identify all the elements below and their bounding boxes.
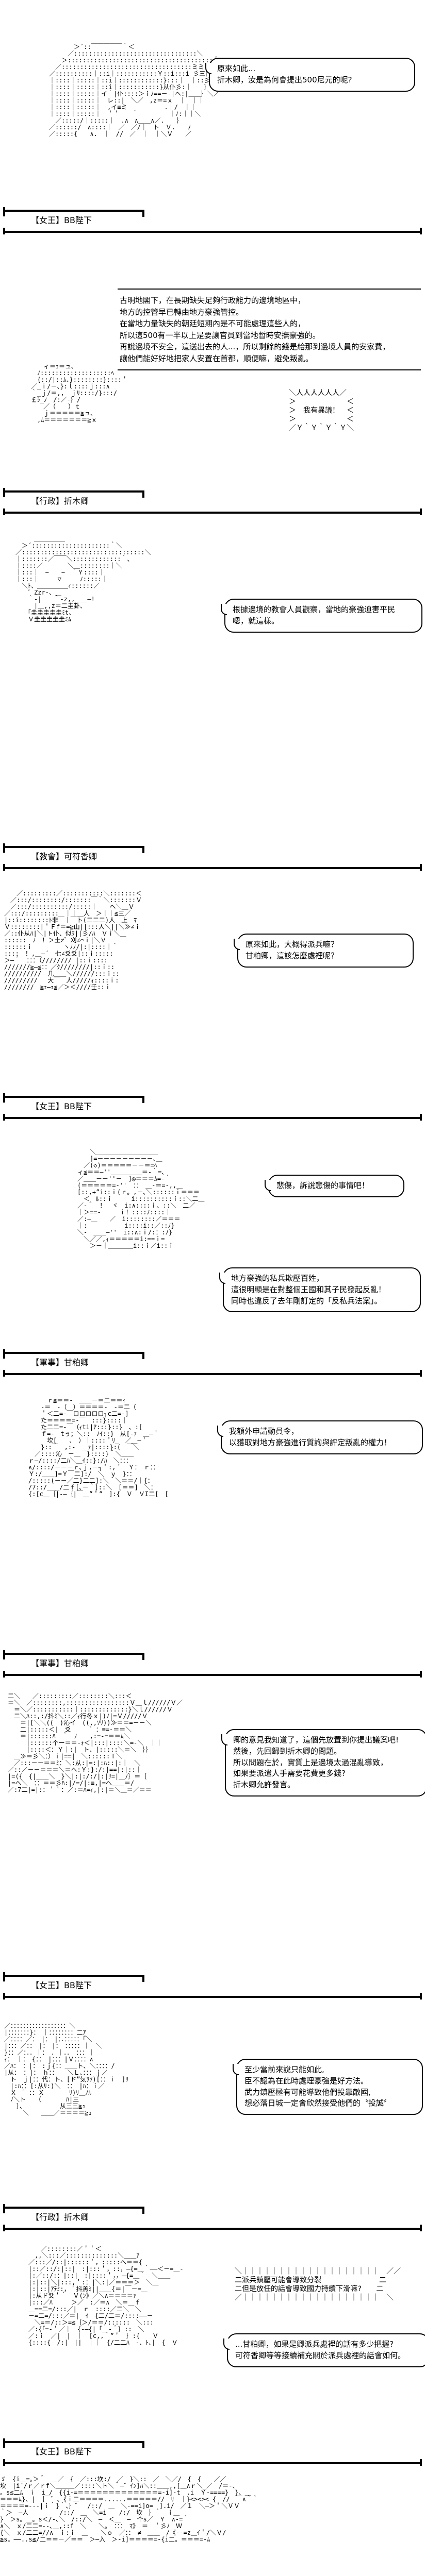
speech-bubble: 悲傷，訴說悲傷的事情吧！ (265, 1175, 404, 1197)
panel-divider (3, 1370, 422, 1377)
panel-divider (3, 1993, 422, 1999)
speaker-name: 【女王】BB陛下 (31, 215, 92, 225)
panel-divider (3, 1114, 422, 1121)
panel-3: ＿＿＿＿＿ ＞´:::::::::::::::::::::｀＼ ／:::::::… (0, 515, 425, 871)
speaker-label-box: 【教會】可符香卿 (0, 843, 425, 871)
speaker-tab-line (3, 2438, 144, 2448)
ascii-art-queen: ／:::::::::／:::::::::::＼:::::::＜ ／:::/:::… (4, 890, 142, 991)
panel-1: ＞´::￣￣￣￣￣｀＜ ／:::::::::::::::::::::::::::… (0, 0, 425, 234)
panel-4: ／:::::::::／:::::::::::＼:::::::＜ ／:::/:::… (0, 871, 425, 1121)
ascii-art-queen: ＞´::￣￣￣￣￣｀＜ ／:::::::::::::::::::::::::::… (49, 43, 229, 138)
panel-divider (3, 1671, 422, 1677)
panel-divider (3, 2225, 422, 2231)
speaker-label-box: 【女王】BB陛下 (0, 1093, 425, 1121)
speaker-name: 【行政】折木卿 (31, 496, 89, 506)
speech-bubble: 原來如此，大概得派兵嘛？ 甘粕卿，這該怎麼處裡呢？ (234, 934, 414, 968)
speech-bubble-2: 地方豪強的私兵欺壓百姓， 這很明顯是在對整個王國和其子民發起反亂！ 同時也違反了… (219, 1267, 421, 1313)
speaker-tab-line (3, 2204, 144, 2214)
panel-divider (3, 864, 422, 871)
ascii-art-amakasu-salute: ｒ≦＝＝- ＿＿－＝二＝＝ｨ -＝ -（ ）＝＝＝＝- -＝二（ ＇＜二=-￣ロ… (28, 1397, 169, 1498)
speaker-tab-line (3, 488, 144, 498)
thought-lines: ＼｜｜｜｜｜｜｜｜｜｜｜｜｜｜｜｜｜｜｜ ／／ 二派兵鎮壓可能會導致分裂 二 二… (235, 2267, 401, 2302)
panel-divider (3, 228, 422, 234)
speaker-label-box: 【女王】BB陛下 (0, 1972, 425, 1999)
speech-bubble: 卿的意見我知道了，這個先放置到你提出議案吧! 然後，先回歸到折木卿的問題。 所以… (221, 1729, 425, 1797)
speaker-label-box: 【行政】折木卿 (0, 488, 425, 515)
speaker-label-box: 【女王】BB陛下 (0, 207, 425, 234)
panel-9: ／::::::::／＇＇＜ ,,＼:::／::::::::::::::＼＿＿ｱ … (0, 2231, 425, 2466)
speech-bubble: 根據邊境的教會人員觀察，當地的豪強迫害平民 嗯，就這樣。 (221, 599, 422, 633)
speaker-name: 【女王】BB陛下 (31, 1980, 92, 1990)
speaker-name: 【軍事】甘粕卿 (31, 1658, 89, 1668)
speaker-label-box: 【軍事】甘粕卿 (0, 1349, 425, 1377)
ascii-art-oreki: ィ＝ｪ＝ュ、 ﾉ:::::::::::::::::::ﾍ {::/|::ﾑ、}:… (31, 363, 128, 423)
ascii-art-amakasu: ＼＿＿＿＿＿＿＿＿＿＿ ]=－－－－－－－－－､＿ ／(◇)＝＝＝＝＝－－＝=ﾍ… (77, 1148, 205, 1249)
panel-10: ゞ {i＿=｡＞＾ ＿／ { ／:::坎:/ ／ }＼:: ／ ＼／/ { { … (0, 2466, 425, 2576)
speaker-tab-line (3, 207, 144, 217)
speaker-tab-line (3, 1093, 144, 1103)
speech-bubble: 至少當前來說只能如此, 臣不認為在此時處理豪強是好方法。 武力鎮壓極有可能導致他… (233, 2059, 423, 2115)
speech-bubble: 我額外申請動員令， 以獲取對地方豪強進行質詢與評定叛亂的權力！ (217, 1420, 423, 1454)
panel-divider (3, 2459, 422, 2466)
speaker-name: 【行政】折木卿 (31, 2212, 89, 2222)
monologue-text: 古明地閣下，在長期缺失足夠行政能力的邊境地區中， 地方的控管早已轉由地方豪強管控… (118, 289, 421, 370)
speaker-name: 【女王】BB陛下 (31, 2447, 92, 2456)
ascii-art-kafuka: ＿＿＿＿＿ ＞´:::::::::::::::::::::｀＼ ／:::::::… (15, 535, 151, 623)
speech-bubble: ...甘粕卿，如果是卿派兵處裡的話有多少把握? 可符香卿等等接續補充關於派兵處裡… (223, 2333, 425, 2367)
speaker-name: 【女王】BB陛下 (31, 1101, 92, 1111)
panel-8: ／：：：：：：：：：：：：：：：：：：＼ |：：：：：：：}： ｜：：：：：：：… (0, 1999, 425, 2231)
speaker-tab-line (3, 1650, 144, 1660)
ascii-art-queen-wing: 二＼ ／:::::::::／::::::::＼:::＜ ＝＼ ／::::::::… (8, 1692, 183, 1793)
panel-6: ｒ≦＝＝- ＿＿－＝二＝＝ｨ -＝ -（ ）＝＝＝＝- -＝二（ ＇＜二=-￣ロ… (0, 1377, 425, 1677)
panel-divider (3, 509, 422, 515)
speaker-tab-line (3, 843, 144, 853)
speaker-name: 【軍事】甘粕卿 (31, 1358, 89, 1367)
panel-7: 二＼ ／:::::::::／::::::::＼:::＜ ＝＼ ／::::::::… (0, 1677, 425, 1999)
ascii-art-queen: ／::::::::／＇＇＜ ,,＼:::／::::::::::::::＼＿＿ｱ … (28, 2245, 184, 2346)
speaker-name: 【教會】可符香卿 (31, 852, 97, 861)
ascii-art-oreki: ／：：：：：：：：：：：：：：：：：：＼ |：：：：：：：}： ｜：：：：：：：… (4, 2022, 129, 2116)
speaker-tab-line (3, 1972, 144, 1982)
panel-2: 古明地閣下，在長期缺失足夠行政能力的邊境地區中， 地方的控管早已轉由地方豪強管控… (0, 234, 425, 515)
speaker-label-box: 【行政】折木卿 (0, 2204, 425, 2231)
panel-5: ＼＿＿＿＿＿＿＿＿＿＿ ]=－－－－－－－－－､＿ ／(◇)＝＝＝＝＝－－＝=ﾍ… (0, 1121, 425, 1377)
ascii-art-amakasu-wide: ゞ {i＿=｡＞＾ ＿／ { ／:::坎:/ ／ }＼:: ／ ＼／/ { { … (0, 2476, 258, 2543)
shout-bubble: ＼人人人人人人／ ＞ ＜ ＞ 我有異議！ ＜ ＞ ＜ ／Ｙ｀Ｙ｀Ｙ｀Ｙ＼ (289, 389, 354, 432)
speech-bubble: 原來如此... 折木卿，汝是為何會提出500尼元的呢? (205, 58, 415, 92)
speaker-tab-line (3, 1349, 144, 1359)
speaker-label-box: 【女王】BB陛下 (0, 2438, 425, 2466)
speaker-label-box: 【軍事】甘粕卿 (0, 1650, 425, 1677)
